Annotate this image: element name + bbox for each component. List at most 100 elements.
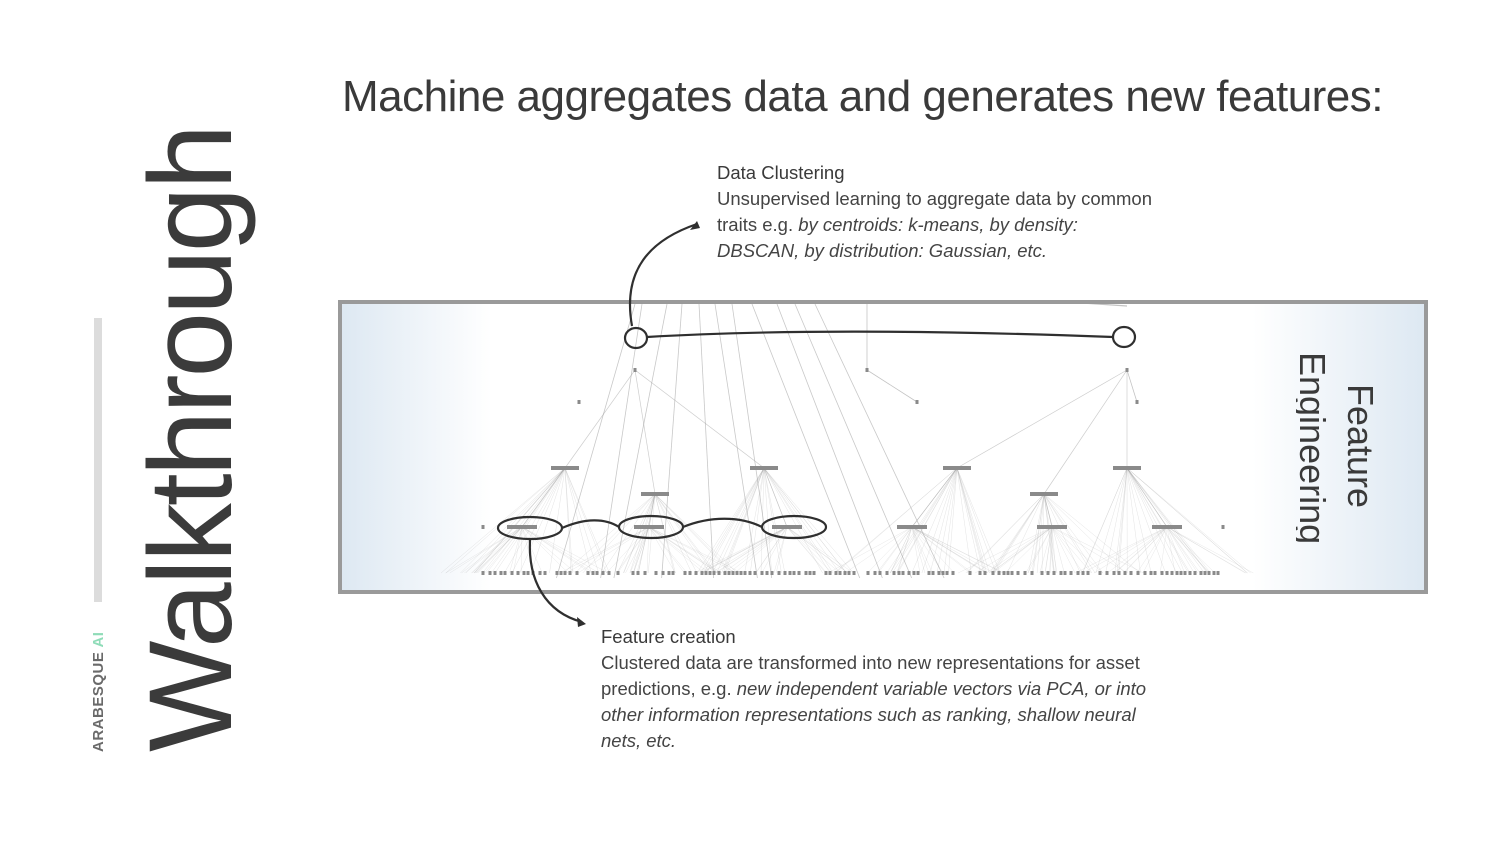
brand-ai: AI [90,631,107,648]
tree-edge [1025,526,1053,574]
tree-node [915,400,919,404]
tree-leaf [694,571,698,575]
tree-edge [943,467,958,574]
tree-edge [911,526,973,574]
tree-leaf [735,571,739,575]
tree-leaf [978,571,982,575]
tree-leaf [510,571,514,575]
tree-leaf [1063,571,1067,575]
tree-edge [654,493,715,574]
tree-leaf [1129,571,1133,575]
tree-leaf [1212,571,1216,575]
tree-edge [1166,526,1176,574]
tree-leaf [1098,571,1102,575]
tree-node [577,400,581,404]
brand-logo: ARABESQUE AI [90,632,107,752]
tree-edge [991,493,1045,574]
tree-leaf [586,571,590,575]
tree-node [750,466,778,470]
tree-edge [1095,467,1128,574]
tree-leaf [667,571,671,575]
tree-edge [1043,493,1081,574]
tree-leaf [777,571,781,575]
tree-leaf [708,571,712,575]
tree-edge [1126,467,1209,574]
feature-creation-note: Feature creation Clustered data are tran… [601,624,1161,754]
tree-leaf [892,571,896,575]
tree-edge [844,526,913,574]
tree-edge [956,467,981,574]
tree-edge [956,467,987,574]
tree-node [507,525,537,529]
tree-leaf [538,571,542,575]
tree-leaf [1112,571,1116,575]
tree-edge [564,369,636,469]
tree-edge [948,467,958,574]
tree-edge [654,493,717,574]
tree-leaf [945,571,949,575]
tree-edge [776,303,883,579]
tree-edge [876,467,958,574]
tree-edge [1051,526,1076,574]
tree-node [899,525,903,529]
tree-edge [1126,467,1168,528]
feature-label-line1: Feature [1340,384,1381,508]
tree-edge [1049,526,1053,574]
tree-leaf [591,571,595,575]
feature-creation-text-plain: Clustered data are transformed into new … [601,652,1140,699]
tree-leaf [897,571,901,575]
tree-edge [965,493,1045,574]
tree-leaf [503,571,507,575]
tree-edge [1142,526,1168,574]
tree-edge [866,369,918,403]
tree-edge [556,303,636,579]
tree-node [641,492,669,496]
tree-leaf [1160,571,1164,575]
tree-edge [911,467,958,574]
tree-leaf [1183,571,1187,575]
tree-leaf [731,571,735,575]
tree-leaf [804,571,808,575]
tree-edge [1036,493,1045,574]
tree-edge [993,526,1053,574]
tree-leaf [1153,571,1157,575]
tree-leaf [712,571,716,575]
tree-leaf [1040,571,1044,575]
tree-leaf [563,571,567,575]
tree-leaf [1081,571,1085,575]
tree-node [634,525,664,529]
tree-edge [1126,467,1251,574]
tree-leaf [912,571,916,575]
tree-leaf [1069,571,1073,575]
tree-leaf [931,571,935,575]
tree-edge [1114,526,1168,574]
tree-node [865,368,869,372]
tree-edge [1159,526,1168,574]
tree-edge [1032,493,1045,574]
feature-label-line2: Engineering [1296,352,1333,544]
tree-leaf [1199,571,1203,575]
tree-leaf [968,571,972,575]
tree-leaf [927,571,931,575]
tree-node [772,525,802,529]
tree-edge [1126,467,1166,574]
tree-edge [911,526,921,574]
tree-edge [1118,467,1128,574]
tree-edge [1126,467,1205,574]
tree-leaf [543,571,547,575]
data-clustering-text-plain: Unsupervised learning to aggregate data … [717,188,1153,235]
tree-leaf [516,571,520,575]
tree-node [481,525,485,529]
tree-edge [1039,526,1053,574]
tree-edge [1051,526,1144,574]
tree-leaf [765,571,769,575]
tree-leaf [1123,571,1127,575]
tree-leaf [654,571,658,575]
tree-edge [1031,493,1045,574]
tree-edge [956,467,985,574]
tree-edge [654,493,734,574]
tree-edge [892,467,958,574]
tree-node [919,525,923,529]
tree-edge [1006,493,1045,574]
